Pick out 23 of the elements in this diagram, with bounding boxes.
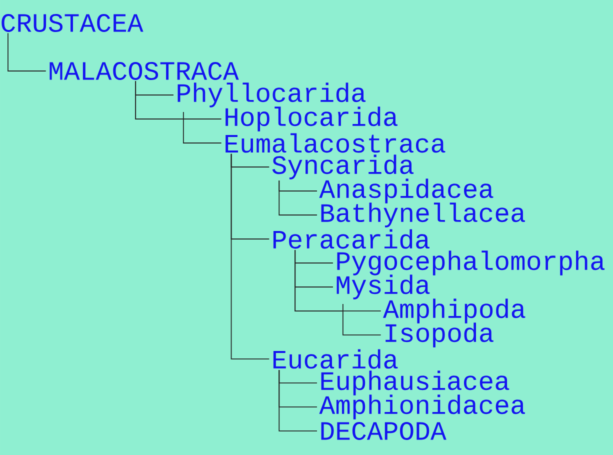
taxon-label: DECAPODA	[321, 422, 446, 440]
tree-connector	[230, 153, 270, 360]
taxon-label: Syncarida	[272, 154, 414, 180]
taxon-label: Isopoda	[386, 322, 494, 348]
taxon-label: Mysida	[336, 274, 430, 300]
taxon-label: CRUSTACEA	[2, 14, 144, 32]
taxon-label: Amphionidacea	[319, 394, 525, 420]
taxon-label: Phyllocarida	[178, 82, 366, 108]
taxon-label: Pygocephalomorpha	[337, 250, 605, 276]
taxon-label: MALACOSTRACA	[50, 62, 239, 80]
tree-connector	[8, 32, 46, 72]
taxon-label: Euphausiacea	[321, 370, 510, 396]
taxon-label: Eumalacostraca	[226, 133, 446, 153]
taxon-label: Eucarida	[273, 349, 398, 369]
taxon-label: Hoplocarida	[226, 106, 398, 132]
taxon-label: Bathynellacea	[321, 202, 525, 228]
tree-connector	[135, 80, 222, 144]
tree-connector	[278, 370, 318, 432]
tree-connector	[294, 250, 382, 336]
tree-connector	[278, 180, 318, 216]
taxon-label: Amphipoda	[383, 298, 526, 324]
taxon-label: Anaspidacea	[319, 178, 494, 204]
taxon-label: Peracarida	[273, 229, 430, 249]
